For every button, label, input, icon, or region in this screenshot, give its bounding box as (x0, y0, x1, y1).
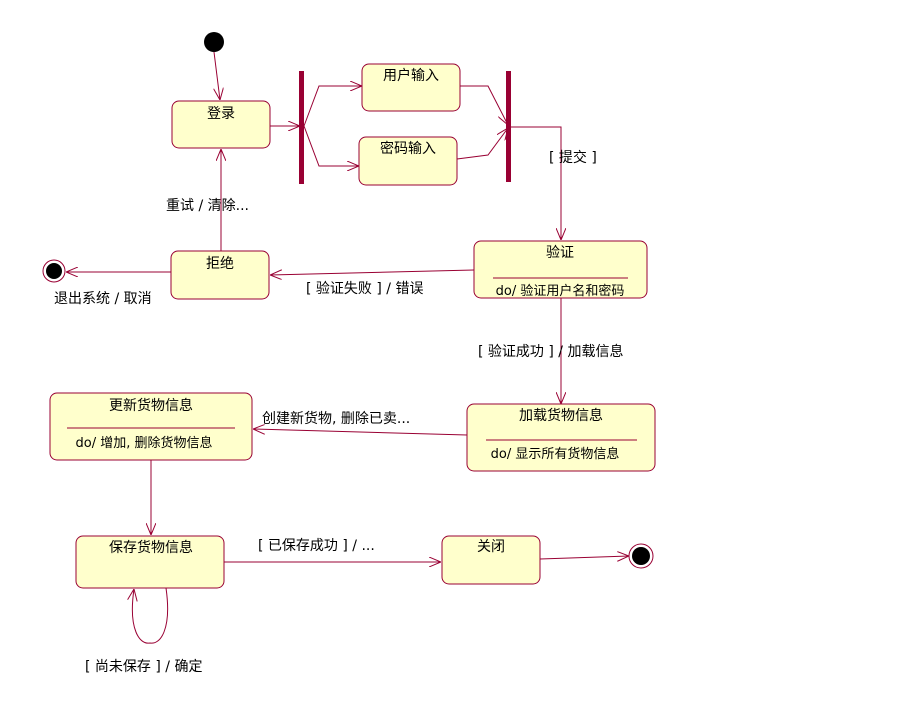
state-update-goods-action: do/ 增加, 删除货物信息 (76, 435, 213, 451)
edge-fork-user (303, 86, 362, 127)
state-verify-action: do/ 验证用户名和密码 (496, 283, 625, 299)
edge-verify-reject (270, 269, 475, 275)
label-submit: [ 提交 ] (549, 149, 597, 166)
state-close: 关闭 (441, 535, 541, 585)
state-update-goods: 更新货物信息 do/ 增加, 删除货物信息 (49, 392, 253, 461)
initial-node (204, 32, 224, 52)
edge-save-self (132, 587, 169, 644)
state-save-goods: 保存货物信息 (75, 535, 225, 589)
state-user-input: 用户输入 (361, 63, 461, 112)
label-exit: 退出系统 / 取消 (54, 291, 152, 307)
state-close-label: 关闭 (477, 539, 505, 555)
state-load-goods-action: do/ 显示所有货物信息 (491, 446, 620, 462)
edge-fork-password (303, 125, 359, 166)
state-user-input-label: 用户输入 (383, 67, 439, 84)
state-reject-label: 拒绝 (206, 256, 234, 272)
state-update-goods-label: 更新货物信息 (109, 397, 193, 414)
state-save-goods-label: 保存货物信息 (109, 539, 193, 556)
label-verify-success: [ 验证成功 ] / 加载信息 (478, 343, 623, 360)
join-bar (506, 71, 511, 182)
edge-join-verify (511, 126, 561, 240)
label-saved-success: [ 已保存成功 ] / ... (258, 538, 375, 554)
edge-password-join (456, 128, 508, 160)
edge-initial-login (213, 51, 220, 100)
state-load-goods: 加载货物信息 do/ 显示所有货物信息 (466, 403, 656, 472)
label-retry: 重试 / 清除... (166, 198, 249, 214)
edge-user-join (460, 85, 508, 125)
label-not-saved: [ 尚未保存 ] / 确定 (85, 659, 202, 675)
edge-close-final (539, 556, 629, 559)
state-login: 登录 (171, 100, 271, 149)
state-verify: 验证 do/ 验证用户名和密码 (473, 240, 648, 299)
label-verify-fail: [ 验证失败 ] / 错误 (306, 281, 423, 297)
label-create-new: 创建新货物, 删除已卖... (262, 410, 410, 427)
state-password-input: 密码输入 (358, 136, 458, 186)
state-verify-label: 验证 (546, 245, 574, 261)
fork-bar (299, 71, 304, 184)
edge-load-update (253, 429, 468, 436)
state-load-goods-label: 加载货物信息 (519, 407, 603, 424)
state-login-label: 登录 (207, 106, 235, 122)
state-password-input-label: 密码输入 (380, 140, 436, 157)
state-reject: 拒绝 (170, 250, 270, 300)
